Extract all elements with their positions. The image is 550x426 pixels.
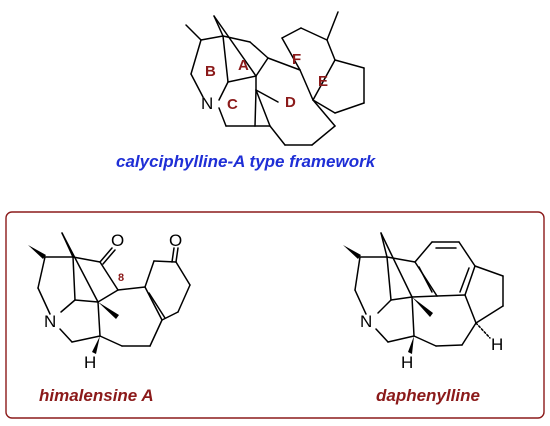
framework-nitrogen-atom: N (201, 94, 213, 113)
himalensine-bonds (28, 232, 191, 354)
himalensine-oxygen-right: O (169, 231, 182, 250)
himalensine-nitrogen-atom: N (44, 312, 56, 331)
ring-label-c: C (227, 96, 238, 113)
ring-label-e: E (318, 73, 328, 90)
ring-label-b: B (205, 63, 216, 80)
ring-label-a: A (238, 57, 249, 74)
himalensine-oxygen-top: O (111, 231, 124, 250)
himalensine-position-8-label: 8 (118, 272, 124, 284)
daphenylline-nitrogen-atom: N (360, 312, 372, 331)
daphenylline-bonds (343, 232, 504, 354)
himalensine-caption: himalensine A (39, 386, 154, 405)
framework-structure: N A B C D E F (185, 11, 365, 146)
ring-label-d: D (285, 94, 296, 111)
examples-panel (5, 211, 545, 419)
framework-caption: calyciphylline-A type framework (116, 152, 377, 171)
daphenylline-hydrogen-left: H (401, 353, 413, 372)
framework-bonds (185, 11, 365, 146)
daphenylline-hydrogen-right: H (491, 335, 503, 354)
daphenylline-structure: N H H (343, 232, 504, 372)
ring-label-f: F (292, 51, 301, 68)
himalensine-structure: O O 8 N H (28, 231, 191, 372)
himalensine-hydrogen-atom: H (84, 353, 96, 372)
daphenylline-caption: daphenylline (376, 386, 480, 405)
